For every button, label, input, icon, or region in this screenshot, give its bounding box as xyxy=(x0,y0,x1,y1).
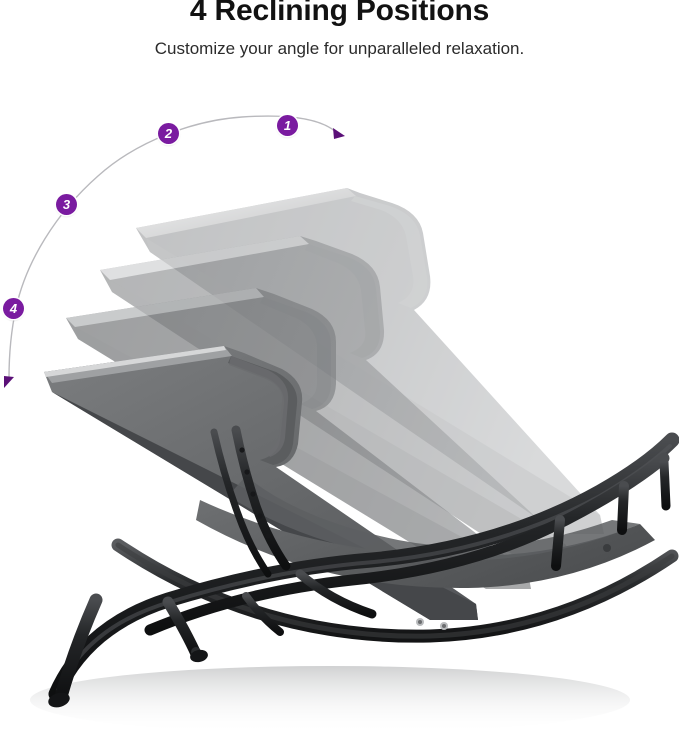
position-badge-3[interactable]: 3 xyxy=(56,194,77,215)
page-subtitle: Customize your angle for unparalleled re… xyxy=(154,39,525,58)
page-title: 4 Reclining Positions xyxy=(189,0,490,27)
position-badge-4[interactable]: 4 xyxy=(3,298,24,319)
position-badge-2[interactable]: 2 xyxy=(158,123,179,144)
header: 4 Reclining Positions Customize your ang… xyxy=(0,0,679,59)
position-badge-1[interactable]: 1 xyxy=(277,115,298,136)
floor-shadow xyxy=(30,666,630,734)
chair-frame xyxy=(48,425,679,707)
foot-caps xyxy=(48,649,208,708)
recline-notch-teeth xyxy=(239,447,271,539)
